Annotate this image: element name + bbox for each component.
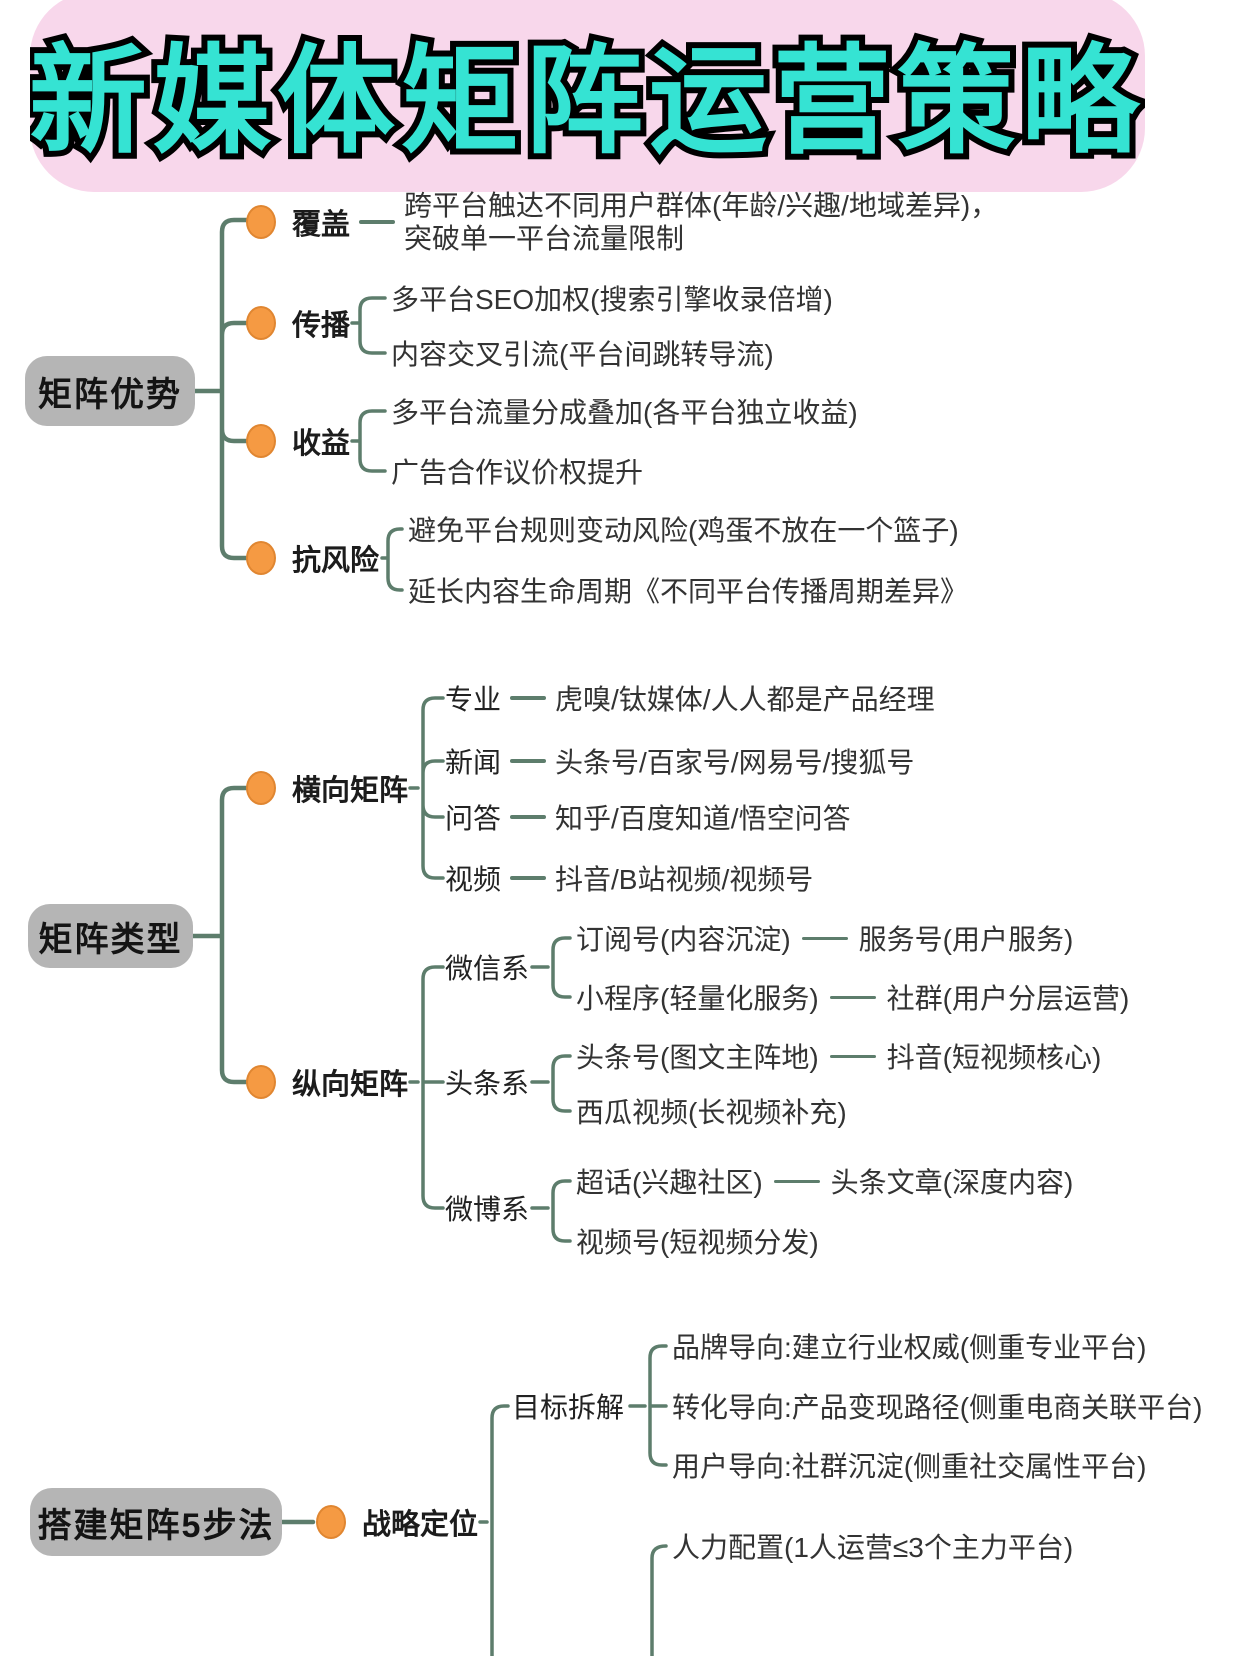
leaf-text: 头条号/百家号/网易号/搜狐号 (555, 747, 915, 778)
branch-dot-icon (246, 541, 276, 575)
branch-vertical-matrix: 纵向矩阵 (246, 1061, 408, 1103)
sub-label-weibo: 微博系 (445, 1188, 529, 1228)
leaf-chain-row: 订阅号(内容沉淀) 服务号(用户服务) (576, 918, 1073, 958)
leaf-text: 抖音/B站视频/视频号 (555, 864, 814, 895)
leaf-text: 小程序(轻量化服务) (576, 983, 819, 1014)
leaf-row: 用户导向:社群沉淀(侧重社交属性平台) (672, 1445, 1146, 1485)
connector-dash (510, 759, 547, 763)
sub-label-wechat: 微信系 (445, 947, 529, 987)
leaf-chain-row: 超话(兴趣社区) 头条文章(深度内容) (576, 1161, 1073, 1201)
title-text-svg: 新媒体矩阵运营策略 (30, 30, 1145, 174)
branch-coverage: 覆盖 跨平台触达不同用户群体(年龄/兴趣/地域差异)， 突破单一平台流量限制 (246, 189, 998, 255)
branch-label: 抗风险 (292, 545, 380, 577)
leaf-row: 转化导向:产品变现路径(侧重电商关联平台) (672, 1386, 1202, 1426)
branch-dot-icon (246, 1065, 276, 1099)
sub-label: 微博系 (445, 1194, 530, 1225)
leaf-row: 西瓜视频(长视频补充) (576, 1091, 847, 1131)
leaf-chain-row: 小程序(轻量化服务) 社群(用户分层运营) (576, 977, 1129, 1017)
leaf-text: 品牌导向:建立行业权威(侧重专业平台) (672, 1332, 1147, 1363)
branch-dot-icon (316, 1505, 346, 1539)
sub-label: 新闻 (445, 747, 502, 778)
sub-label: 微信系 (445, 953, 530, 984)
leaf-text: 转化导向:产品变现路径(侧重电商关联平台) (672, 1392, 1203, 1423)
leaf-chain-row: 头条号(图文主阵地) 抖音(短视频核心) (576, 1036, 1101, 1076)
connector-dash (829, 1054, 876, 1058)
leaf-text: 多平台流量分成叠加(各平台独立收益) (391, 397, 858, 428)
connector-dash (829, 995, 876, 999)
leaf-text: 知乎/百度知道/悟空问答 (555, 803, 851, 834)
branch-dot-icon (246, 424, 276, 458)
sub-row-professional: 专业 虎嗅/钛媒体/人人都是产品经理 (445, 678, 935, 718)
title-banner: 新媒体矩阵运营策略 (30, 0, 1145, 192)
connector-dash (510, 815, 547, 819)
branch-dot-icon (246, 306, 276, 340)
sub-label: 头条系 (445, 1068, 530, 1099)
leaf-text: 订阅号(内容沉淀) (576, 924, 791, 955)
leaf-text: 延长内容生命周期《不同平台传播周期差异》 (408, 576, 969, 607)
sub-label-goal: 目标拆解 (512, 1386, 624, 1426)
leaf-text: 西瓜视频(长视频补充) (576, 1097, 847, 1128)
leaf-text: 多平台SEO加权(搜索引擎收录倍增) (391, 284, 833, 315)
sub-label: 目标拆解 (512, 1392, 625, 1423)
leaf-row: 避免平台规则变动风险(鸡蛋不放在一个篮子) (408, 509, 959, 549)
leaf-text: 广告合作议价权提升 (391, 457, 644, 488)
branch-label: 收益 (292, 428, 351, 460)
leaf-row: 广告合作议价权提升 (391, 451, 643, 491)
leaf-text: 人力配置(1人运营≤3个主力平台) (672, 1532, 1074, 1563)
sub-label: 专业 (445, 684, 502, 715)
branch-label: 战略定位 (362, 1509, 479, 1541)
sub-label: 问答 (445, 803, 502, 834)
sub-row-qa: 问答 知乎/百度知道/悟空问答 (445, 797, 851, 837)
branch-risk: 抗风险 (246, 537, 379, 579)
root-node-advantages: 矩阵优势 (25, 356, 195, 426)
leaf-row: 人力配置(1人运营≤3个主力平台) (672, 1526, 1073, 1566)
leaf-text: 用户导向:社群沉淀(侧重社交属性平台) (672, 1451, 1147, 1482)
leaf-row: 多平台流量分成叠加(各平台独立收益) (391, 391, 858, 431)
leaf-row: 品牌导向:建立行业权威(侧重专业平台) (672, 1326, 1146, 1366)
leaf-text: 避免平台规则变动风险(鸡蛋不放在一个篮子) (408, 515, 959, 546)
leaf-row: 视频号(短视频分发) (576, 1221, 819, 1261)
branch-strategy: 战略定位 (316, 1501, 478, 1543)
sub-row-news: 新闻 头条号/百家号/网易号/搜狐号 (445, 741, 914, 781)
page-title: 新媒体矩阵运营策略 (30, 36, 1145, 168)
leaf-row: 多平台SEO加权(搜索引擎收录倍增) (391, 278, 833, 318)
branch-label: 纵向矩阵 (292, 1069, 409, 1101)
sub-label: 视频 (445, 864, 502, 895)
leaf-row: 延长内容生命周期《不同平台传播周期差异》 (408, 570, 968, 610)
leaf-text: 虎嗅/钛媒体/人人都是产品经理 (555, 684, 935, 715)
connector-dash (773, 1179, 820, 1183)
branch-dot-icon (246, 771, 276, 805)
leaf-row: 内容交叉引流(平台间跳转导流) (391, 333, 774, 373)
leaf-text: 视频号(短视频分发) (576, 1227, 819, 1258)
leaf-text: 抖音(短视频核心) (886, 1042, 1102, 1073)
branch-label: 传播 (292, 310, 351, 342)
branch-label: 横向矩阵 (292, 775, 409, 807)
branch-dot-icon (246, 205, 276, 239)
branch-spread: 传播 (246, 302, 350, 344)
leaf-text: 社群(用户分层运营) (886, 983, 1130, 1014)
sub-label-toutiao: 头条系 (445, 1062, 529, 1102)
connector-dash (801, 936, 848, 940)
leaf-text: 头条文章(深度内容) (830, 1167, 1074, 1198)
root-node-steps: 搭建矩阵5步法 (30, 1488, 282, 1556)
connector-dash (510, 696, 547, 700)
leaf-text: 超话(兴趣社区) (576, 1167, 763, 1198)
leaf-text: 服务号(用户服务) (858, 924, 1074, 955)
leaf-text: 头条号(图文主阵地) (576, 1042, 819, 1073)
leaf-text: 突破单一平台流量限制 (404, 223, 685, 254)
leaf-text: 内容交叉引流(平台间跳转导流) (391, 339, 774, 370)
leaf-text: 跨平台触达不同用户群体(年龄/兴趣/地域差异)， (404, 190, 999, 221)
root-node-types: 矩阵类型 (28, 904, 193, 968)
sub-row-video: 视频 抖音/B站视频/视频号 (445, 858, 813, 898)
branch-horizontal-matrix: 横向矩阵 (246, 767, 408, 809)
connector-dash (359, 220, 396, 224)
connector-dash (510, 876, 547, 880)
branch-revenue: 收益 (246, 420, 350, 462)
branch-label: 覆盖 (292, 209, 351, 241)
